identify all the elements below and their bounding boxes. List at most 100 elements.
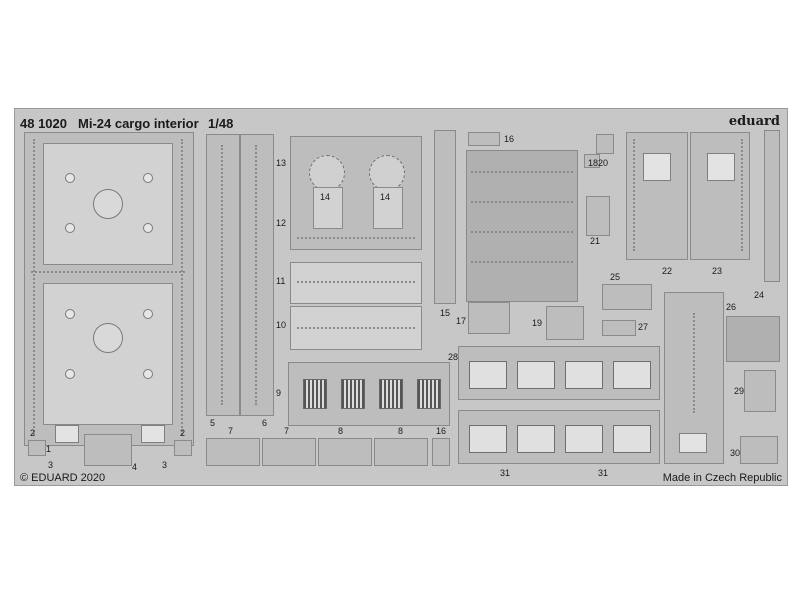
seat xyxy=(469,425,507,453)
part-29 xyxy=(744,370,776,412)
part-19 xyxy=(546,306,584,340)
part-9-belts xyxy=(288,362,450,426)
part-4-plate xyxy=(84,434,132,466)
part-label-11: 11 xyxy=(276,276,286,286)
part-label-9: 9 xyxy=(276,388,282,398)
part-label-7a: 7 xyxy=(228,426,234,436)
sheet-code: 48 1020 xyxy=(20,116,67,131)
part-11-panel xyxy=(290,262,422,304)
sheet-title: Mi-24 cargo interior xyxy=(78,116,199,131)
part-label-12: 12 xyxy=(276,218,287,228)
part-label-3a: 3 xyxy=(48,460,54,470)
door-window xyxy=(643,153,671,181)
part-label-28: 28 xyxy=(448,352,459,362)
seat xyxy=(613,425,651,453)
part-label-22: 22 xyxy=(662,266,673,276)
floor-lower-section xyxy=(43,283,173,425)
part-label-17: 17 xyxy=(456,316,467,326)
floor-hole xyxy=(143,223,153,233)
part-21 xyxy=(586,196,610,236)
floor-upper-hole xyxy=(93,189,123,219)
part-label-19: 19 xyxy=(532,318,543,328)
part-label-6: 6 xyxy=(262,418,268,428)
right-shelves xyxy=(726,316,780,362)
floor-rivet-right xyxy=(181,139,183,435)
part-17-bracket xyxy=(468,302,510,334)
belt xyxy=(417,379,441,409)
part-8-strip xyxy=(374,438,428,466)
part-5-rail xyxy=(206,134,240,416)
seat xyxy=(565,425,603,453)
part-31-seat-row-bottom xyxy=(458,410,660,464)
part-16-small-bottom xyxy=(432,438,450,466)
shelf-line xyxy=(471,171,573,173)
part-label-25: 25 xyxy=(610,272,621,282)
part-label-8a: 8 xyxy=(338,426,344,436)
part-25 xyxy=(602,284,652,310)
part-label-8b: 8 xyxy=(398,426,404,436)
part-label-14b: 14 xyxy=(380,192,391,202)
part-label-7b: 7 xyxy=(284,426,290,436)
floor-hole xyxy=(143,173,153,183)
part-2-bracket-right xyxy=(174,440,192,456)
part-label-29: 29 xyxy=(734,386,745,396)
part-12-13-panel xyxy=(290,136,422,250)
shelf-line xyxy=(471,261,573,263)
side-wall-shelves xyxy=(466,150,578,302)
part-23-door xyxy=(690,132,750,260)
part-label-1: 1 xyxy=(46,444,52,454)
panel-rivets xyxy=(297,281,415,283)
copyright-text: © EDUARD 2020 xyxy=(20,472,106,484)
part-10-panel xyxy=(290,306,422,350)
floor-tab xyxy=(55,425,79,443)
floor-hole xyxy=(65,369,75,379)
floor-hole xyxy=(143,309,153,319)
round-cover xyxy=(309,155,345,191)
part-label-16b: 16 xyxy=(436,426,447,436)
part-30 xyxy=(740,436,778,464)
floor-lower-hole xyxy=(93,323,123,353)
part-label-21: 21 xyxy=(590,236,601,246)
seat xyxy=(517,425,555,453)
panel-rivets xyxy=(693,313,695,413)
part-15-strip xyxy=(434,130,456,304)
part-8-strip xyxy=(318,438,372,466)
rail-rivets xyxy=(221,145,223,405)
door-rivets xyxy=(633,139,635,251)
floor-tab xyxy=(141,425,165,443)
part-label-31b: 31 xyxy=(598,468,609,478)
part-label-2b: 2 xyxy=(180,428,186,438)
seat xyxy=(469,361,507,389)
part-label-24: 24 xyxy=(754,290,765,300)
part-18 xyxy=(584,154,600,168)
shelf-line xyxy=(471,201,573,203)
part-label-10: 10 xyxy=(276,320,287,330)
panel-rivets xyxy=(297,327,415,329)
panel-rivets xyxy=(297,237,415,239)
part-6-rail xyxy=(240,134,274,416)
floor-rivet-row xyxy=(31,271,185,273)
seat xyxy=(565,361,603,389)
belt xyxy=(379,379,403,409)
part-1-floor-panel xyxy=(24,132,194,446)
part-label-18: 18 xyxy=(588,158,599,168)
part-label-27: 27 xyxy=(638,322,649,332)
rail-rivets xyxy=(255,145,257,405)
part-7-strip xyxy=(206,438,260,466)
door-window xyxy=(707,153,735,181)
part-16-small-top xyxy=(468,132,500,146)
door-rivets xyxy=(741,139,743,251)
origin-text: Made in Czech Republic xyxy=(662,472,782,484)
part-label-2a: 2 xyxy=(30,428,36,438)
sheet-scale: 1/48 xyxy=(208,116,234,131)
part-31-seat-row-top xyxy=(458,346,660,400)
part-label-15: 15 xyxy=(440,308,451,318)
floor-hole xyxy=(65,173,75,183)
part-2-bracket-left xyxy=(28,440,46,456)
shelf-line xyxy=(471,231,573,233)
seat xyxy=(613,361,651,389)
part-label-31a: 31 xyxy=(500,468,511,478)
brand-logo: eduard xyxy=(728,114,780,129)
seat xyxy=(517,361,555,389)
panel-cutout xyxy=(679,433,707,453)
